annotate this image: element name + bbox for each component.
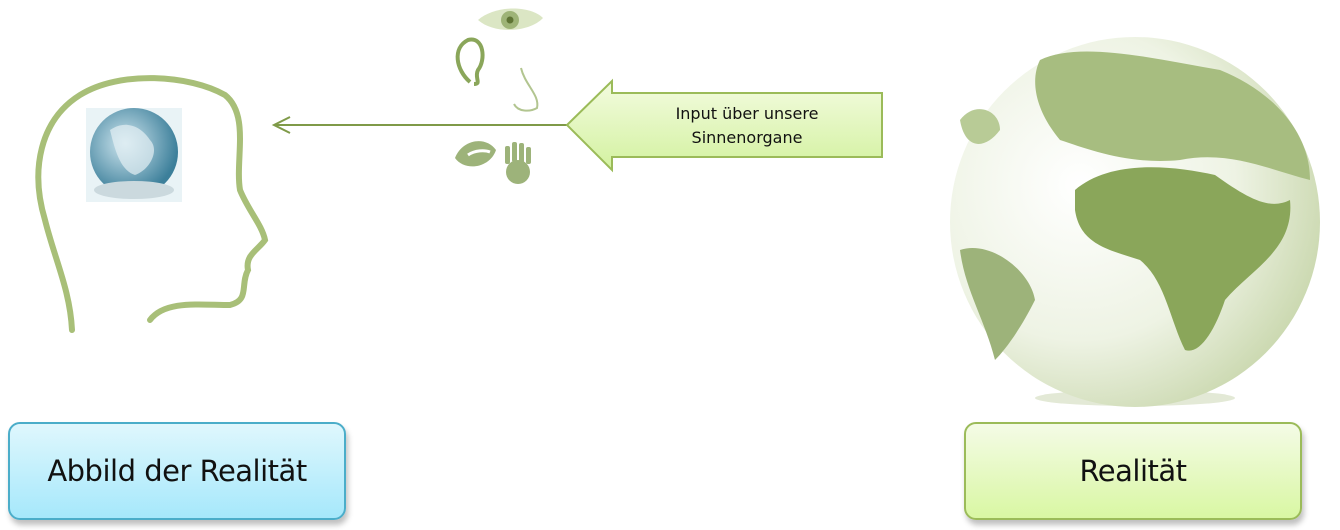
callout-label: Input über unsere Sinnenorgane [612,97,882,155]
reality-label: Realität [1079,454,1187,488]
image-of-reality-label: Abbild der Realität [47,454,307,488]
reality-box: Realität [964,422,1302,520]
arrowhead-icon [271,116,291,134]
nose-icon [513,67,539,112]
world-globe-icon [950,37,1320,407]
input-callout-arrow [565,78,883,173]
lips-icon [455,141,496,167]
callout-line-1: Input über unsere [675,104,819,123]
eye-icon [478,8,543,30]
callout-line-2: Sinnenorgane [691,128,803,147]
head-outline-icon [35,75,269,333]
hand-icon [505,142,531,184]
image-of-reality-box: Abbild der Realität [8,422,346,520]
ear-icon [455,37,485,86]
mini-globe-icon [86,108,182,202]
